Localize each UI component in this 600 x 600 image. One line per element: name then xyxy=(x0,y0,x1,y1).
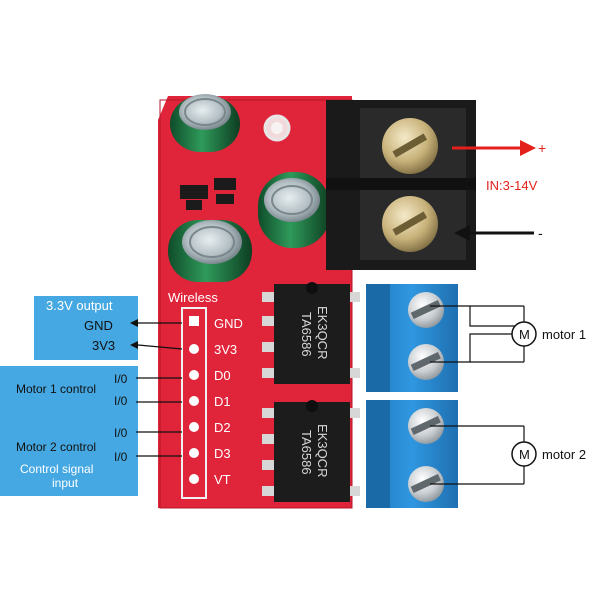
connector-lines xyxy=(130,319,183,457)
motor2-control-label: Motor 2 control xyxy=(16,440,97,454)
gnd-label: GND xyxy=(84,318,113,333)
control-label-panel xyxy=(0,366,138,496)
smd-components xyxy=(180,178,236,210)
pin-label-d1: D1 xyxy=(214,394,231,409)
motor-1-symbol xyxy=(511,321,537,347)
pin-label-vt: VT xyxy=(214,472,231,487)
motor-terminal-2 xyxy=(366,400,458,508)
chip-2-marking-line2: EK3QCR xyxy=(315,424,330,477)
motor-1-wiring xyxy=(430,305,525,363)
motor-2-label: motor 2 xyxy=(542,447,586,462)
header-pin-strip xyxy=(181,307,207,499)
output-title: 3.3V output xyxy=(46,298,113,313)
power-terminal xyxy=(326,100,476,270)
pin-label-d2: D2 xyxy=(214,420,231,435)
pin-label-3v3: 3V3 xyxy=(214,342,237,357)
motor-1-symbol-letter: M xyxy=(519,327,530,342)
output-label-panel xyxy=(34,296,138,360)
motor-2-wiring xyxy=(430,425,525,485)
pin-label-d0: D0 xyxy=(214,368,231,383)
control-signal-line1: Control signal xyxy=(20,462,94,476)
motor-2-symbol xyxy=(511,441,537,467)
pin-label-gnd: GND xyxy=(214,316,243,331)
control-signal-line2: input xyxy=(52,476,79,490)
motor1-io-1: I/0 xyxy=(114,372,128,386)
capacitor xyxy=(168,220,252,282)
driver-chip-2 xyxy=(262,400,360,502)
motor-1-label: motor 1 xyxy=(542,327,586,342)
v33-label: 3V3 xyxy=(92,338,116,353)
motor1-control-label: Motor 1 control xyxy=(16,382,97,396)
negative-sign: - xyxy=(538,225,543,241)
motor-terminal-1 xyxy=(366,284,458,392)
pcb-title: Wireless xyxy=(168,290,218,305)
capacitor xyxy=(170,94,240,152)
motor1-io-2: I/0 xyxy=(114,394,128,408)
chip-1-marking-line2: EK3QCR xyxy=(315,306,330,359)
chip-1-marking-line1: TA6586 xyxy=(299,312,314,357)
pin-label-d3: D3 xyxy=(214,446,231,461)
driver-chip-1 xyxy=(262,282,360,384)
motor2-io-1: I/0 xyxy=(114,426,128,440)
chip-2-marking-line1: TA6586 xyxy=(299,430,314,475)
motor2-io-2: I/0 xyxy=(114,450,128,464)
capacitor xyxy=(258,172,330,248)
motor-2-symbol-letter: M xyxy=(519,447,530,462)
input-range-label: IN:3-14V xyxy=(486,178,538,193)
positive-sign: + xyxy=(538,140,546,156)
